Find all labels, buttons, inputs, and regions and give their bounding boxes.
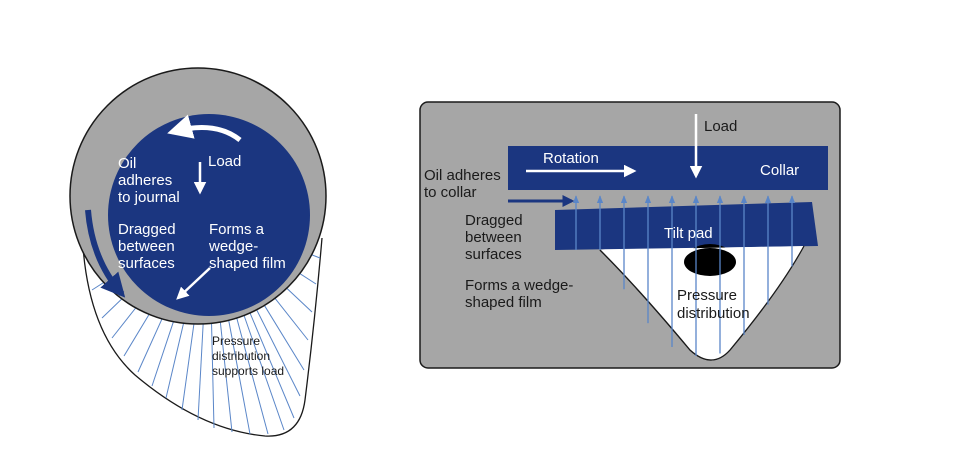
thrust-oil-label: Oil adheres to collar bbox=[424, 167, 505, 201]
journal-pressure-line bbox=[165, 315, 186, 399]
collar-label: Collar bbox=[760, 162, 799, 179]
rotation-label: Rotation bbox=[543, 150, 599, 167]
journal-pressure-line bbox=[272, 295, 309, 341]
journal-wedge-label: Forms a wedge- shaped film bbox=[208, 221, 286, 272]
thrust-wedge-label: Forms a wedge- shaped film bbox=[465, 277, 578, 311]
journal-shaft bbox=[108, 114, 310, 316]
thrust-dragged-label: Dragged between surfaces bbox=[465, 212, 527, 263]
tilt-pad bbox=[555, 202, 818, 250]
journal-pressure-line bbox=[151, 312, 177, 387]
journal-pressure-line bbox=[262, 302, 305, 371]
journal-load-label: Load bbox=[208, 153, 241, 170]
journal-pressure-line bbox=[219, 317, 233, 433]
journal-pressure-line bbox=[254, 306, 301, 397]
journal-pressure-line bbox=[242, 312, 285, 431]
journal-pressure-line bbox=[227, 316, 251, 435]
thrust-bearing: Collar Rotation Load Tilt pad Oil adhere… bbox=[419, 101, 841, 369]
journal-pressure-line bbox=[210, 317, 215, 429]
rotation-arrow-icon bbox=[167, 114, 242, 143]
journal-oil-label: Oil adheres to journal bbox=[118, 155, 180, 206]
journal-bearing: Oil adheres to journal Load Dragged betw… bbox=[69, 67, 327, 437]
tilt-pad-label: Tilt pad bbox=[664, 225, 713, 242]
thrust-load-label: Load bbox=[704, 118, 737, 135]
wedge-arrow-icon bbox=[176, 267, 211, 300]
journal-dragged-label: Dragged between surfaces bbox=[118, 221, 180, 272]
journal-pressure-line bbox=[283, 285, 313, 313]
journal-pressure-line bbox=[197, 317, 204, 421]
journal-pressure-line bbox=[181, 316, 196, 411]
journal-pressure-label: Pressure distribution supports load bbox=[212, 334, 284, 378]
oil-film-arrow-icon bbox=[85, 209, 126, 298]
collar bbox=[508, 146, 828, 190]
thrust-pressure-area bbox=[600, 246, 804, 360]
thrust-pressure-label: Pressure distribution bbox=[677, 287, 750, 322]
journal-pressure-line bbox=[248, 309, 295, 419]
thrust-pressure-lines bbox=[572, 195, 796, 356]
journal-pressure-line bbox=[235, 314, 269, 435]
